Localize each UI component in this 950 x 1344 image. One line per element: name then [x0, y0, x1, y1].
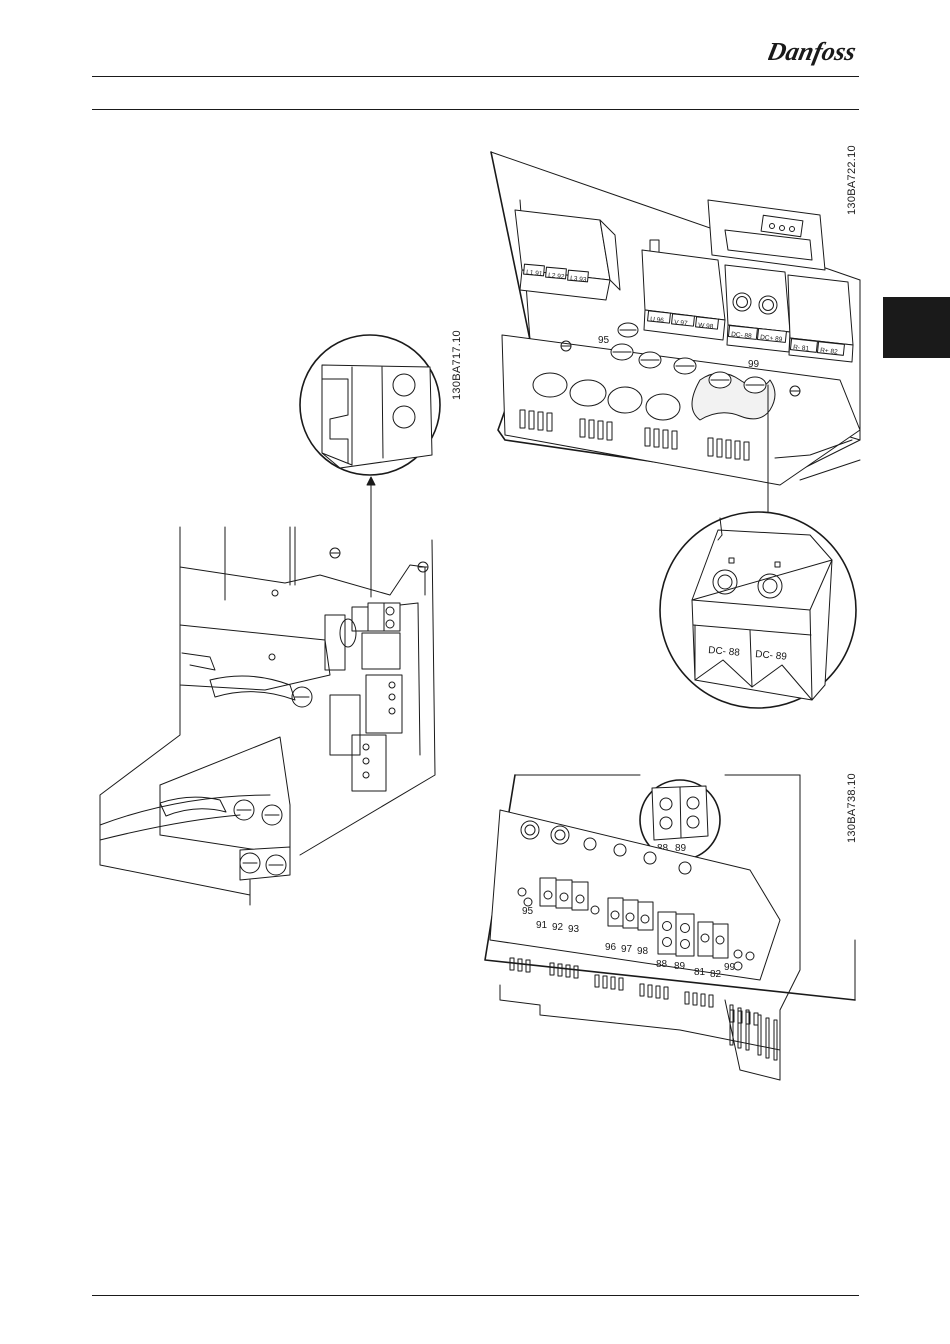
label-88: 88 [656, 959, 668, 970]
leader-arrowhead [367, 477, 375, 485]
label-89: 89 [674, 961, 686, 972]
footer-rule [92, 1295, 859, 1296]
header-rule-top [92, 76, 859, 77]
label-ground-95: 95 [598, 335, 610, 346]
lower-terminal-block [160, 737, 290, 855]
label-ground-99: 99 [748, 359, 760, 370]
figure-ref-130ba722: 130BA722.10 [846, 145, 858, 215]
screw-mid [272, 590, 278, 596]
terminal-detail-magnifier [300, 335, 440, 475]
dc-detail-magnifier: DC- 88 DC- 89 [660, 512, 856, 708]
label-98: 98 [637, 946, 649, 957]
label-v-97: V 97 [674, 319, 688, 327]
gland-plate [502, 335, 860, 485]
label-ground-95b: 95 [522, 906, 534, 917]
label-97: 97 [621, 944, 633, 955]
figure-ref-130ba738: 130BA738.10 [846, 773, 858, 843]
label-82: 82 [710, 969, 722, 980]
chapter-tab [883, 297, 950, 358]
label-92: 92 [552, 922, 564, 933]
figure-bottom-right: 88 89 91 92 93 95 96 97 98 88 89 81 [480, 770, 870, 1090]
top-bracket [180, 565, 425, 595]
header-rule-bottom [92, 109, 859, 110]
label-u-96: U 96 [650, 316, 665, 324]
danfoss-logo-text: Danfoss [768, 37, 859, 66]
mounting-plate [180, 625, 330, 690]
label-93: 93 [568, 924, 580, 935]
danfoss-logo: Danfoss [768, 30, 864, 70]
gland-plate-bottom [490, 810, 780, 980]
label-91: 91 [536, 920, 548, 931]
dc-terminal-block: DC- 88 DC+ 89 [725, 265, 790, 352]
mains-terminal-block: L1 91 L2 92 L3 93 [515, 210, 620, 300]
terminal-strip [325, 603, 420, 791]
figure-ref-130ba717: 130BA717.10 [451, 330, 463, 400]
brake-terminal-block: R- 81 R+ 82 [788, 275, 853, 362]
figure-top-right: L1 91 L2 92 L3 93 U 96 V 97 W 98 DC- 88 … [480, 140, 870, 710]
figure-left [90, 335, 450, 910]
signal-connector [708, 200, 825, 270]
label-96: 96 [605, 942, 617, 953]
label-81: 81 [694, 967, 706, 978]
